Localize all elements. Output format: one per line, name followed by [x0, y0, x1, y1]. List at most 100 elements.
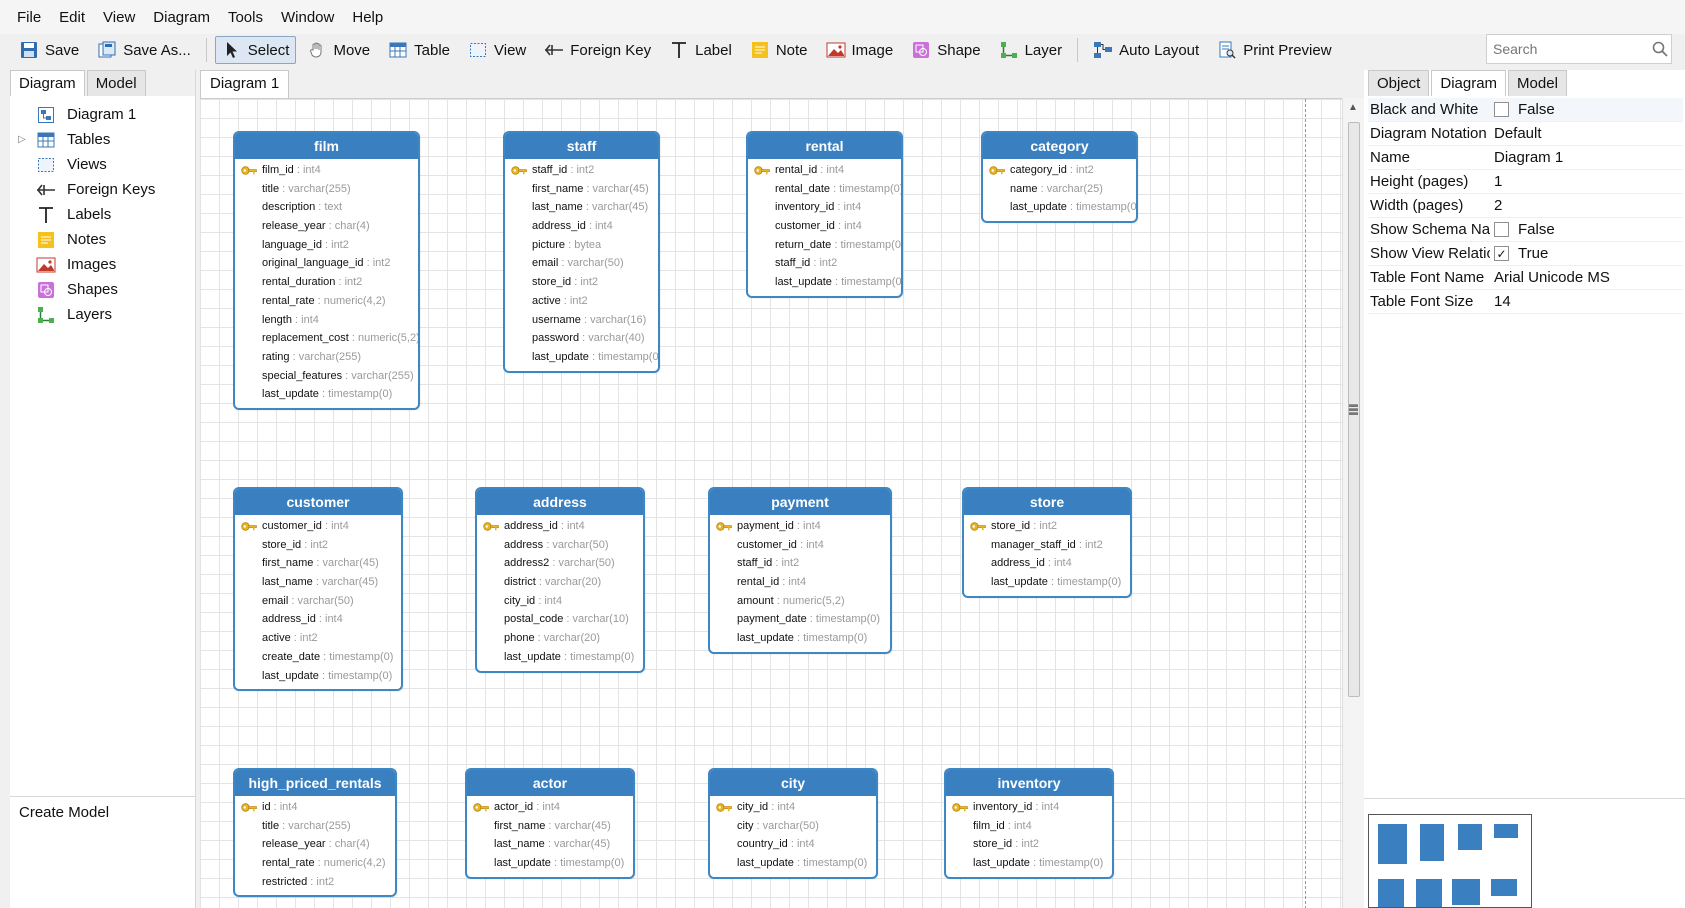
entity-field[interactable]: rating : varchar(255)	[235, 348, 418, 367]
entity-field[interactable]: last_update : timestamp(0)	[964, 573, 1130, 592]
toolbar-move-button[interactable]: Move	[300, 36, 377, 64]
toolbar-save-button[interactable]: Save	[12, 36, 86, 64]
entity-field[interactable]: create_date : timestamp(0)	[235, 648, 401, 667]
toolbar-label-button[interactable]: Label	[662, 36, 739, 64]
entity-field[interactable]: address_id : int4	[235, 610, 401, 629]
toolbar-save-as-button[interactable]: Save As...	[90, 36, 198, 64]
entity-field[interactable]: store_id : int2	[946, 835, 1112, 854]
property-value[interactable]: Arial Unicode MS	[1490, 269, 1683, 286]
tree-item-tables[interactable]: ▷Tables	[10, 127, 195, 152]
entity-field[interactable]: length : int4	[235, 311, 418, 330]
toolbar-select-button[interactable]: Select	[214, 36, 297, 64]
property-checkbox[interactable]	[1494, 102, 1509, 117]
tree-item-images[interactable]: Images	[10, 252, 195, 277]
scrollbar-thumb[interactable]	[1348, 122, 1360, 697]
expand-arrow-icon[interactable]: ▷	[18, 134, 26, 145]
entity-field[interactable]: language_id : int2	[235, 236, 418, 255]
tab-diagram[interactable]: Diagram	[10, 70, 85, 96]
search-input[interactable]	[1486, 34, 1672, 64]
entity-field[interactable]: manager_staff_id : int2	[964, 536, 1130, 555]
entity-field[interactable]: city_id : int4	[710, 798, 876, 817]
tab-model[interactable]: Model	[86, 70, 146, 96]
search-icon[interactable]	[1651, 40, 1669, 58]
entity-field[interactable]: original_language_id : int2	[235, 254, 418, 273]
tab-diagram-properties[interactable]: Diagram	[1431, 70, 1507, 96]
toolbar-image-button[interactable]: Image	[819, 36, 901, 64]
entity-field[interactable]: last_name : varchar(45)	[505, 198, 658, 217]
property-checkbox[interactable]: ✓	[1494, 246, 1509, 261]
menu-window[interactable]: Window	[281, 8, 335, 26]
property-value[interactable]: False	[1490, 101, 1683, 118]
property-value[interactable]: 14	[1490, 293, 1683, 310]
entity-field[interactable]: last_update : timestamp(0)	[467, 854, 633, 873]
entity-field[interactable]: last_update : timestamp(0)	[748, 273, 901, 292]
toolbar-print-preview-button[interactable]: Print Preview	[1210, 36, 1338, 64]
entity-field[interactable]: phone : varchar(20)	[477, 629, 643, 648]
entity-field[interactable]: name : varchar(25)	[983, 180, 1136, 199]
tree-item-views[interactable]: Views	[10, 152, 195, 177]
entity-field[interactable]: first_name : varchar(45)	[505, 180, 658, 199]
property-row-show-view-relatio[interactable]: Show View Relatio✓True	[1368, 242, 1683, 266]
scroll-up-icon[interactable]: ▲	[1348, 102, 1358, 113]
entity-field[interactable]: return_date : timestamp(0)	[748, 236, 901, 255]
property-row-height-pages[interactable]: Height (pages)1	[1368, 170, 1683, 194]
tree-item-labels[interactable]: Labels	[10, 202, 195, 227]
entity-field[interactable]: address : varchar(50)	[477, 536, 643, 555]
panel-divider[interactable]	[1364, 798, 1685, 799]
tree-item-foreign-keys[interactable]: Foreign Keys	[10, 177, 195, 202]
entity-field[interactable]: title : varchar(255)	[235, 180, 418, 199]
property-value[interactable]: Default	[1490, 125, 1683, 142]
entity-field[interactable]: staff_id : int2	[505, 161, 658, 180]
tree-item-shapes[interactable]: Shapes	[10, 277, 195, 302]
entity-field[interactable]: active : int2	[235, 629, 401, 648]
entity-field[interactable]: rental_date : timestamp(0)	[748, 180, 901, 199]
panel-divider[interactable]	[10, 796, 196, 797]
entity-field[interactable]: email : varchar(50)	[235, 592, 401, 611]
entity-field[interactable]: username : varchar(16)	[505, 311, 658, 330]
tree-item-diagram-1[interactable]: Diagram 1	[10, 102, 195, 127]
entity-field[interactable]: title : varchar(255)	[235, 817, 395, 836]
entity-field[interactable]: id : int4	[235, 798, 395, 817]
toolbar-foreign-key-button[interactable]: Foreign Key	[537, 36, 658, 64]
entity-field[interactable]: rental_duration : int2	[235, 273, 418, 292]
entity-field[interactable]: staff_id : int2	[748, 254, 901, 273]
entity-field[interactable]: last_update : timestamp(0)	[710, 629, 890, 648]
menu-view[interactable]: View	[103, 8, 136, 26]
entity-field[interactable]: film_id : int4	[946, 817, 1112, 836]
entity-field[interactable]: last_update : timestamp(0)	[710, 854, 876, 873]
entity-field[interactable]: last_update : timestamp(0)	[235, 385, 418, 404]
toolbar-view-button[interactable]: View	[461, 36, 533, 64]
entity-field[interactable]: address_id : int4	[477, 517, 643, 536]
toolbar-table-button[interactable]: Table	[381, 36, 457, 64]
entity-field[interactable]: active : int2	[505, 292, 658, 311]
property-value[interactable]: 1	[1490, 173, 1683, 190]
entity-field[interactable]: last_update : timestamp(0)	[946, 854, 1112, 873]
entity-field[interactable]: description : text	[235, 198, 418, 217]
entity-field[interactable]: address_id : int4	[505, 217, 658, 236]
menu-tools[interactable]: Tools	[227, 8, 263, 26]
entity-field[interactable]: rental_id : int4	[710, 573, 890, 592]
entity-field[interactable]: first_name : varchar(45)	[467, 817, 633, 836]
entity-field[interactable]: store_id : int2	[505, 273, 658, 292]
diagram-minimap[interactable]	[1368, 814, 1532, 908]
entity-field[interactable]: rental_rate : numeric(4,2)	[235, 854, 395, 873]
menu-file[interactable]: File	[17, 8, 42, 26]
create-model-label[interactable]: Create Model	[19, 804, 110, 821]
entity-field[interactable]: password : varchar(40)	[505, 329, 658, 348]
entity-field[interactable]: staff_id : int2	[710, 554, 890, 573]
entity-field[interactable]: replacement_cost : numeric(5,2)	[235, 329, 418, 348]
entity-field[interactable]: special_features : varchar(255)	[235, 367, 418, 386]
entity-field[interactable]: release_year : char(4)	[235, 835, 395, 854]
entity-field[interactable]: release_year : char(4)	[235, 217, 418, 236]
property-value[interactable]: False	[1490, 221, 1683, 238]
entity-field[interactable]: rental_id : int4	[748, 161, 901, 180]
entity-field[interactable]: category_id : int2	[983, 161, 1136, 180]
